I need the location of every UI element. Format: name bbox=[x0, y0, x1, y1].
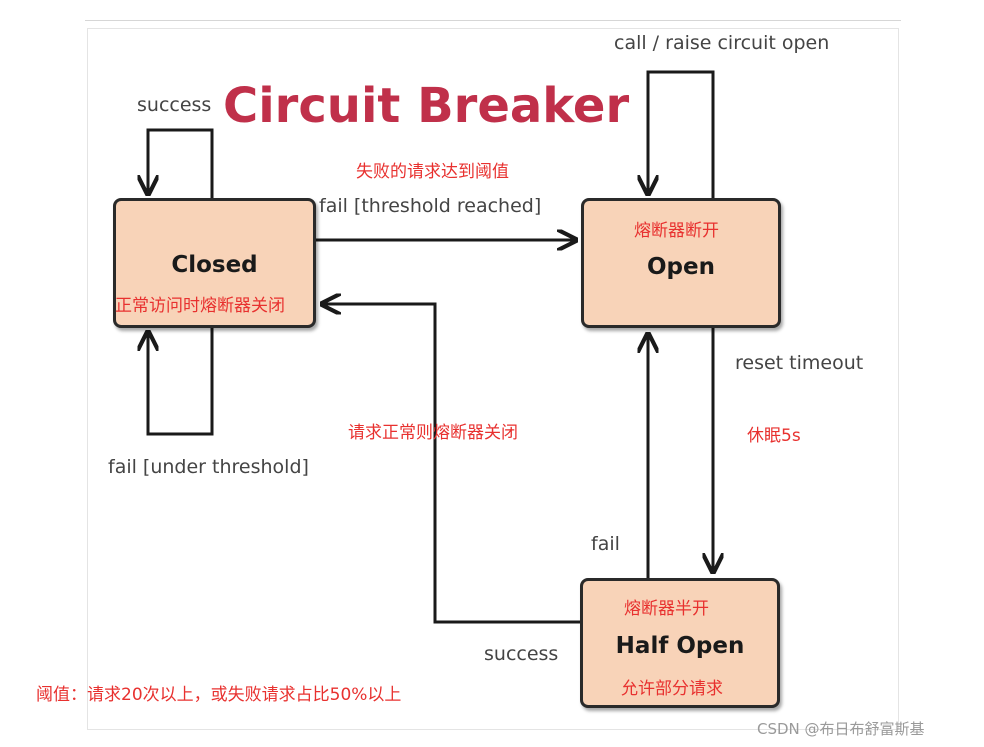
half-to-open-label: fail bbox=[591, 533, 620, 555]
half-open-state-node: Half Open bbox=[580, 578, 780, 708]
diagram-frame bbox=[87, 28, 899, 730]
closed-self-loop-bottom bbox=[148, 328, 214, 436]
threshold-definition-note: 阈值：请求20次以上，或失败请求占比50%以上 bbox=[36, 685, 402, 705]
half-to-closed-arrow bbox=[322, 304, 582, 624]
half-open-bottom-note: 允许部分请求 bbox=[621, 679, 723, 699]
closed-state-node: Closed bbox=[113, 198, 316, 328]
top-divider bbox=[85, 20, 901, 21]
half-to-closed-label: success bbox=[484, 643, 559, 665]
closed-note: 正常访问时熔断器关闭 bbox=[115, 296, 285, 316]
closed-to-open-label: fail [threshold reached] bbox=[319, 195, 542, 217]
half-open-top-note: 熔断器半开 bbox=[624, 599, 709, 619]
half-open-state-label: Half Open bbox=[615, 633, 745, 659]
reset-timeout-label: reset timeout bbox=[735, 352, 864, 374]
open-state-node: Open bbox=[581, 198, 781, 328]
closed-fail-under-label: fail [under threshold] bbox=[108, 456, 309, 478]
watermark: CSDN @布日布舒富斯基 bbox=[757, 720, 925, 738]
diagram-title: Circuit Breaker bbox=[223, 78, 630, 134]
closed-state-label: Closed bbox=[171, 252, 258, 278]
normal-close-note: 请求正常则熔断器关闭 bbox=[348, 423, 518, 443]
open-note: 熔断器断开 bbox=[634, 221, 719, 241]
sleep-note: 休眠5s bbox=[747, 426, 801, 446]
closed-self-loop-top bbox=[148, 128, 214, 198]
threshold-reached-note: 失败的请求达到阈值 bbox=[356, 162, 509, 182]
closed-success-label: success bbox=[137, 94, 212, 116]
open-self-loop bbox=[648, 70, 715, 198]
open-state-label: Open bbox=[647, 254, 715, 280]
open-self-label: call / raise circuit open bbox=[614, 32, 830, 54]
